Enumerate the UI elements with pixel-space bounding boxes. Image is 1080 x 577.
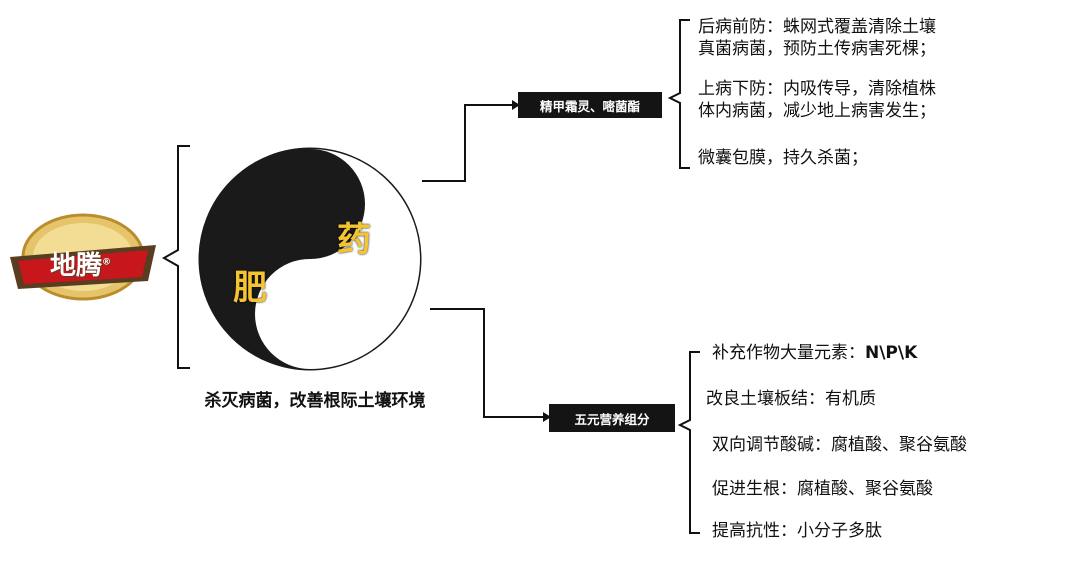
logo-text: 地腾 (50, 251, 103, 281)
upper-bracket (667, 19, 690, 169)
upper-arrow-head (512, 100, 520, 110)
registered-mark: ® (102, 257, 112, 268)
upper-branch-box: 精甲霜灵、嘧菌酯 (518, 92, 662, 118)
upper-item-2-line2: 体内病菌，减少地上病害发生； (698, 101, 936, 121)
upper-item-1-line2: 真菌病菌，预防土传病害死棵； (698, 39, 936, 59)
lower-item-5: 提高抗性：小分子多肽 (712, 521, 882, 541)
upper-item-1-line1: 后病前防：蛛网式覆盖清除土壤 (698, 17, 936, 37)
lower-item-1-value: N\P\K (865, 343, 918, 363)
lower-bracket (677, 351, 700, 534)
char-fertilizer: 肥 (233, 268, 267, 308)
upper-item-2: 上病下防：内吸传导，清除植株 体内病菌，减少地上病害发生； (698, 78, 936, 122)
lower-item-3: 双向调节酸碱：腐植酸、聚谷氨酸 (712, 435, 967, 455)
lower-item-4: 促进生根：腐植酸、聚谷氨酸 (712, 479, 933, 499)
upper-item-3: 微囊包膜，持久杀菌； (698, 147, 868, 169)
lower-branch-box: 五元营养组分 (549, 404, 675, 432)
caption: 杀灭病菌，改善根际土壤环境 (204, 391, 426, 411)
lower-item-2: 改良土壤板结：有机质 (706, 389, 876, 409)
left-brace (161, 145, 190, 369)
ditang-logo: 地腾® (8, 205, 158, 310)
yin-dot (293, 187, 327, 221)
lower-item-1-label: 补充作物大量元素： (712, 343, 865, 363)
upper-item-1: 后病前防：蛛网式覆盖清除土壤 真菌病菌，预防土传病害死棵； (698, 16, 936, 60)
char-pesticide: 药 (337, 220, 371, 260)
lower-connector (430, 308, 543, 418)
lower-arrow-head (543, 412, 551, 422)
upper-item-2-line1: 上病下防：内吸传导，清除植株 (698, 79, 936, 99)
upper-connector (422, 104, 512, 182)
upper-item-3-line1: 微囊包膜，持久杀菌； (698, 148, 868, 168)
lower-item-1: 补充作物大量元素：N\P\K (712, 342, 917, 364)
yang-dot (293, 297, 327, 331)
yin-yang-symbol: 药 肥 (197, 146, 423, 372)
